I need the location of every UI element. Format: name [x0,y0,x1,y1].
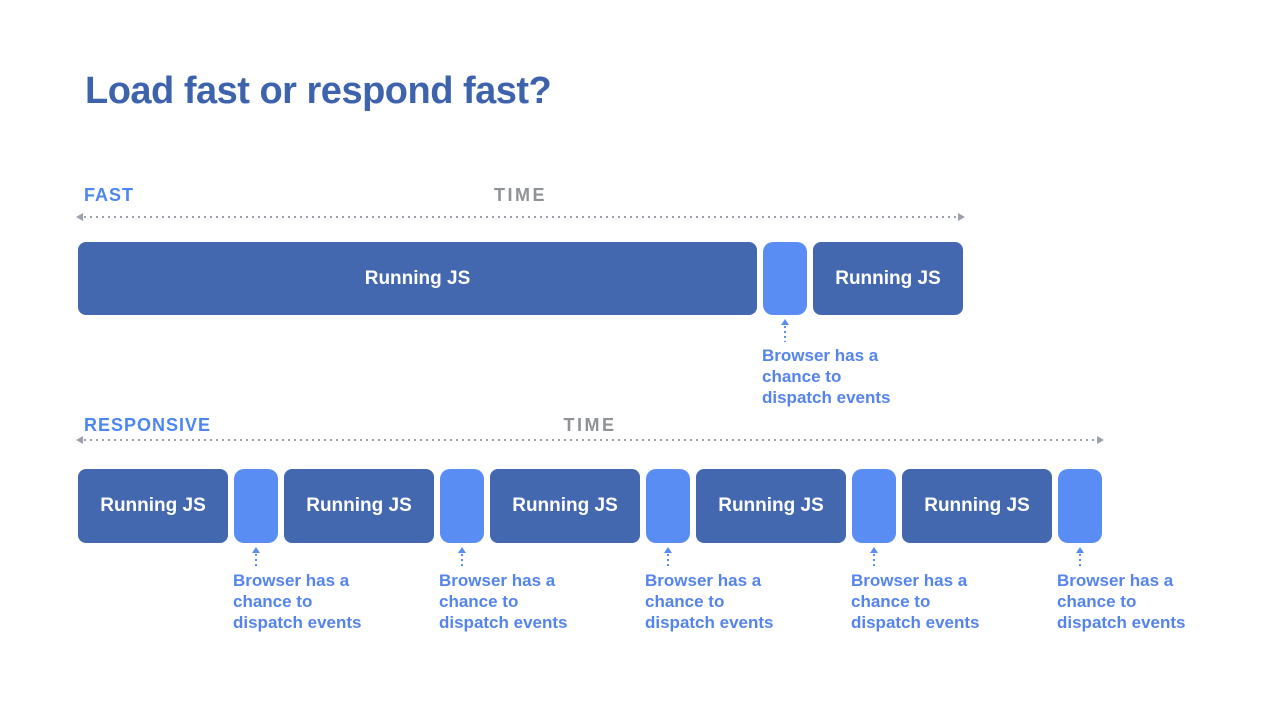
annotation-arrow-icon [664,547,672,568]
time-axis [76,213,965,221]
idle-gap-block [1058,469,1102,543]
annotation-arrow-icon [870,547,878,568]
time-axis-label: TIME [563,415,617,435]
timeline-fast-label: FAST [84,185,135,205]
annotation-arrow-icon [252,547,260,568]
annotation-text: Browser has a chance to dispatch events [851,571,980,632]
annotation-text: Browser has a chance to dispatch events [439,571,568,632]
annotation-arrow-tail-icon [667,554,669,568]
annotation-arrow-tail-icon [461,554,463,568]
idle-gap-block [646,469,690,543]
axis-arrow-left-icon [76,436,83,444]
annotation-text: Browser has a chance to dispatch events [762,346,891,407]
annotation-text: Browser has a chance to dispatch events [1057,571,1186,632]
running-js-block: Running JS [284,469,434,543]
idle-gap-block [440,469,484,543]
annotation-text: Browser has a chance to dispatch events [233,571,362,632]
running-js-block: Running JS [902,469,1052,543]
annotation-arrow-tail-icon [784,326,786,342]
axis-arrow-left-icon [76,213,83,221]
annotation-arrow-tail-icon [255,554,257,568]
time-axis-label: TIME [494,185,547,205]
annotation-text: Browser has a chance to dispatch events [645,571,774,632]
running-js-block: Running JS [78,242,757,315]
annotation-arrow-head-icon [664,547,672,553]
running-js-block: Running JS [813,242,963,315]
axis-arrow-right-icon [1097,436,1104,444]
timeline-responsive-label: RESPONSIVE [84,415,212,435]
annotation-arrow-head-icon [458,547,466,553]
axis-arrow-right-icon [958,213,965,221]
running-js-block: Running JS [78,469,228,543]
annotation-arrow-icon [1076,547,1084,568]
annotation-arrow-icon [781,319,789,342]
annotation-arrow-tail-icon [1079,554,1081,568]
time-axis [76,436,1104,444]
annotation-arrow-head-icon [781,319,789,325]
running-js-block: Running JS [696,469,846,543]
idle-gap-block [852,469,896,543]
slide-title: Load fast or respond fast? [85,70,552,112]
idle-gap-block [234,469,278,543]
running-js-block: Running JS [490,469,640,543]
annotation-arrow-head-icon [252,547,260,553]
idle-gap-block [763,242,807,315]
annotation-arrow-icon [458,547,466,568]
annotation-arrow-head-icon [870,547,878,553]
annotation-arrow-head-icon [1076,547,1084,553]
annotation-arrow-tail-icon [873,554,875,568]
